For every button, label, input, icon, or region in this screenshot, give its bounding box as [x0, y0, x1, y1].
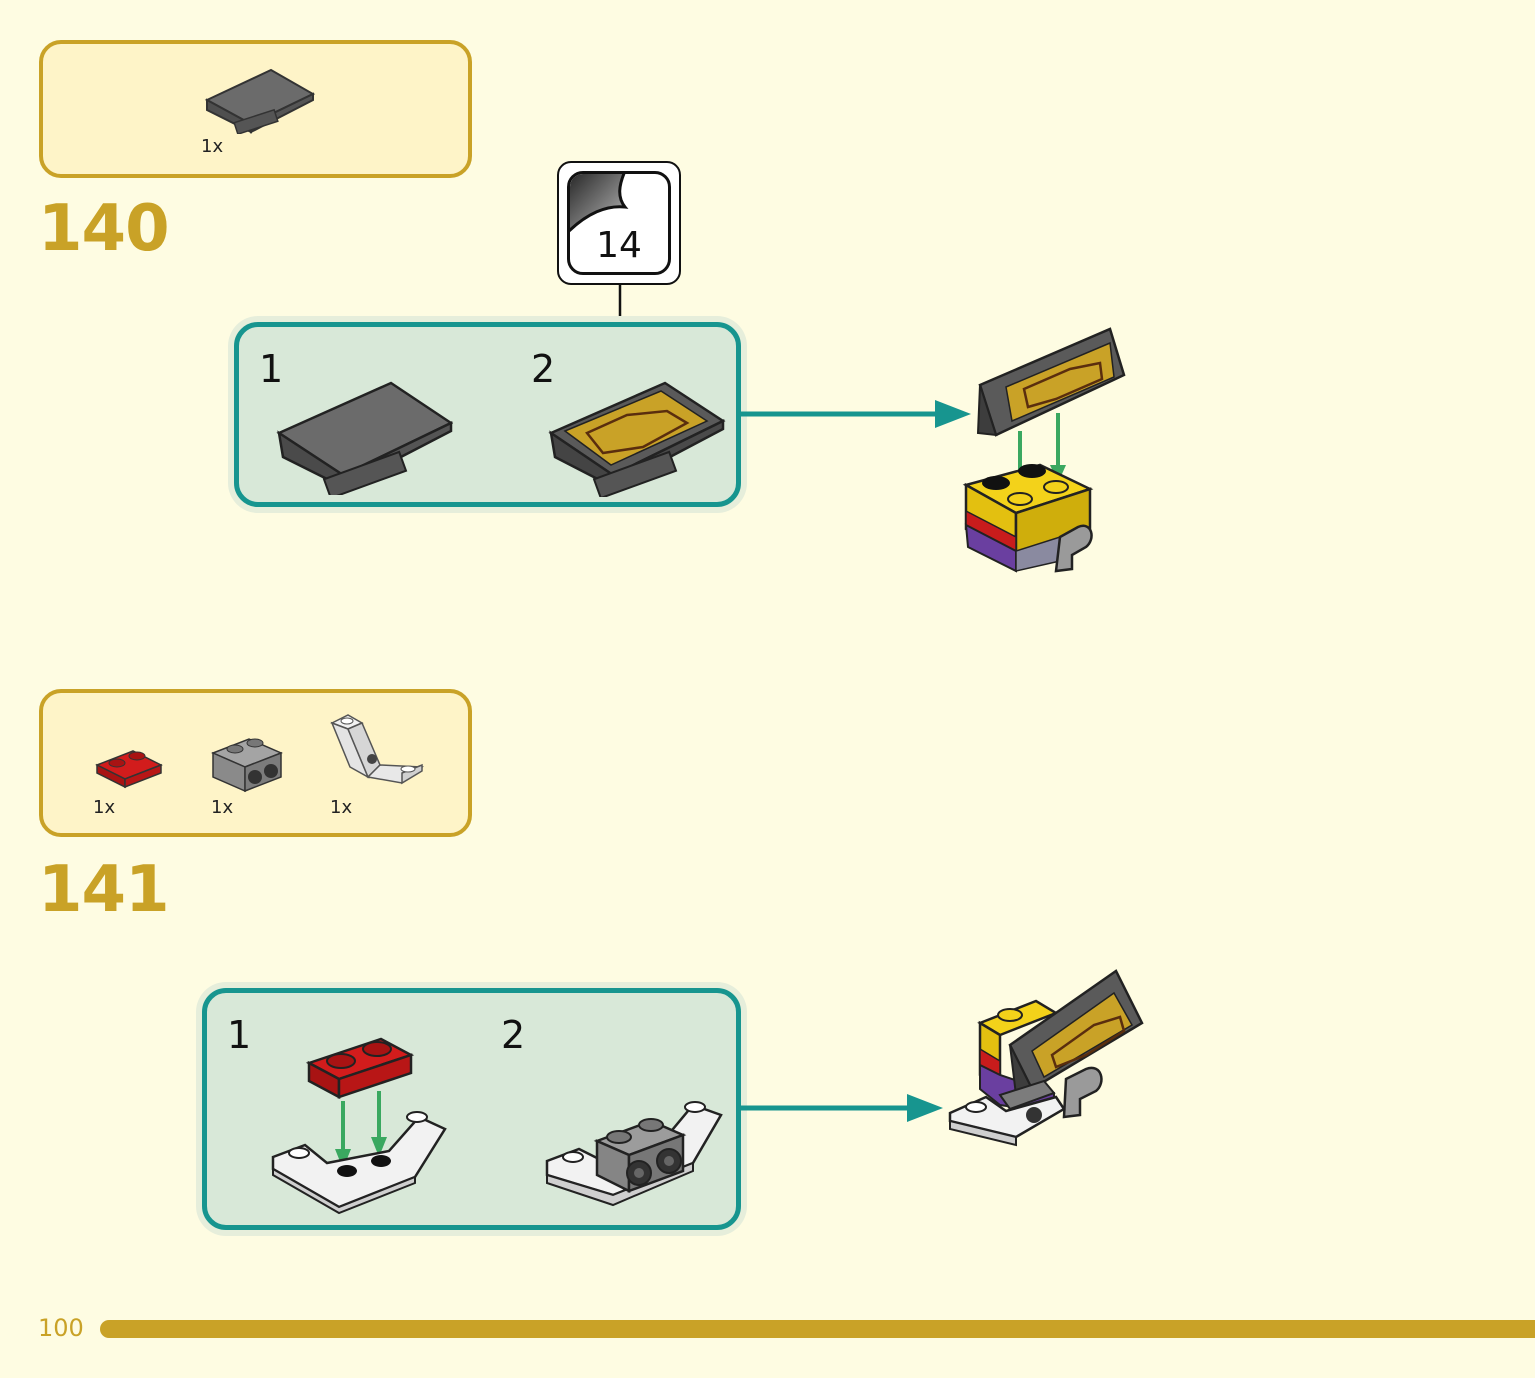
step-number: 141: [38, 853, 170, 927]
model-assembly-140-icon: [962, 327, 1126, 573]
sub-step-number: 1: [259, 347, 284, 391]
page-footer-bar: [100, 1320, 1535, 1338]
sticker-number: 14: [596, 225, 642, 266]
sub-step-number: 2: [531, 347, 556, 391]
sticker-callout: 14: [557, 161, 681, 285]
sub-step-1-assembly-icon: [271, 1037, 447, 1215]
part-qty: 1x: [93, 797, 116, 818]
teal-arrow: [741, 1094, 943, 1122]
red-plate-1x2-icon: [95, 750, 163, 789]
model-assembly-141-icon: [948, 969, 1144, 1147]
sub-assembly-box-step-140: 1 2: [234, 322, 741, 507]
step-number: 140: [38, 192, 170, 266]
sub-step-2-assembly-icon: [545, 1101, 723, 1207]
part-qty: 1x: [201, 136, 224, 157]
stickered-panel-icon: [548, 381, 726, 497]
white-inverted-slope-bracket-icon: [330, 714, 425, 785]
part-qty: 1x: [211, 797, 234, 818]
sub-assembly-box-step-141: 1 2: [202, 988, 741, 1230]
sub-step-number: 2: [501, 1013, 526, 1057]
part-qty: 1x: [330, 797, 353, 818]
gray-bracket-1x2-icon: [211, 738, 283, 793]
parts-box-step-140: 1x: [39, 40, 472, 178]
sub-step-number: 1: [227, 1013, 252, 1057]
parts-box-step-141: 1x 1x 1x: [39, 689, 472, 837]
sticker-icon: 14: [567, 171, 671, 275]
dark-gray-slope-panel-icon: [204, 68, 316, 134]
dark-gray-slope-panel-icon: [276, 381, 453, 495]
page-number: 100: [38, 1314, 84, 1342]
teal-arrow: [741, 400, 971, 428]
